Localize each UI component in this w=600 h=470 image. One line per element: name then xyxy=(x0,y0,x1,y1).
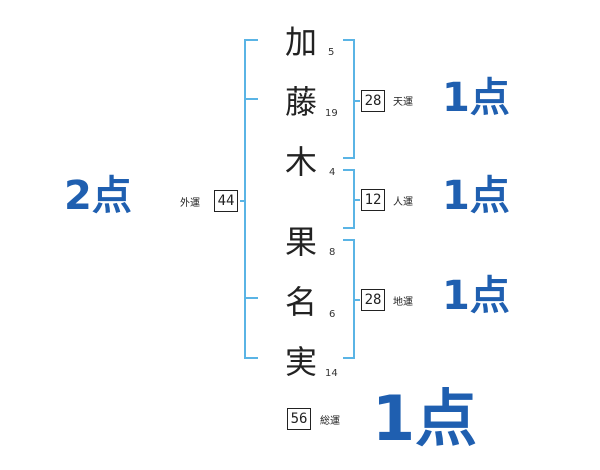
chikaku-score: 1点 xyxy=(442,273,510,319)
stroke-count-5: 6 xyxy=(329,309,336,320)
soukaku-label: 総運 xyxy=(320,416,340,427)
gaikaku-value-box: 44 xyxy=(214,190,238,212)
name-char-3: 木 xyxy=(284,143,317,181)
stroke-count-1: 5 xyxy=(328,47,335,58)
name-char-2: 藤 xyxy=(284,83,317,121)
soukaku-value-box: 56 xyxy=(287,408,311,430)
name-char-4: 果 xyxy=(284,223,317,261)
tenkaku-label: 天運 xyxy=(393,97,413,108)
tenkaku-score: 1点 xyxy=(442,75,510,121)
name-char-5: 名 xyxy=(284,283,317,321)
jinkaku-score: 1点 xyxy=(442,173,510,219)
chikaku-label: 地運 xyxy=(393,297,413,308)
stroke-count-3: 4 xyxy=(329,167,336,178)
jinkaku-value-box: 12 xyxy=(361,189,385,211)
stroke-count-4: 8 xyxy=(329,247,336,258)
tenkaku-value-box: 28 xyxy=(361,90,385,112)
gaikaku-score: 2点 xyxy=(64,173,132,219)
chikaku-value-box: 28 xyxy=(361,289,385,311)
name-char-1: 加 xyxy=(284,23,317,61)
stroke-count-6: 14 xyxy=(325,368,338,379)
chikaku-bracket-line xyxy=(343,239,355,359)
outer-bracket-line xyxy=(244,39,258,359)
gaikaku-label: 外運 xyxy=(180,198,200,209)
stroke-count-2: 19 xyxy=(325,108,338,119)
jinkaku-bracket-line xyxy=(343,169,355,229)
name-char-6: 実 xyxy=(284,343,317,381)
jinkaku-label: 人運 xyxy=(393,197,413,208)
soukaku-score: 1点 xyxy=(372,382,478,455)
tenkaku-bracket-line xyxy=(343,39,355,159)
